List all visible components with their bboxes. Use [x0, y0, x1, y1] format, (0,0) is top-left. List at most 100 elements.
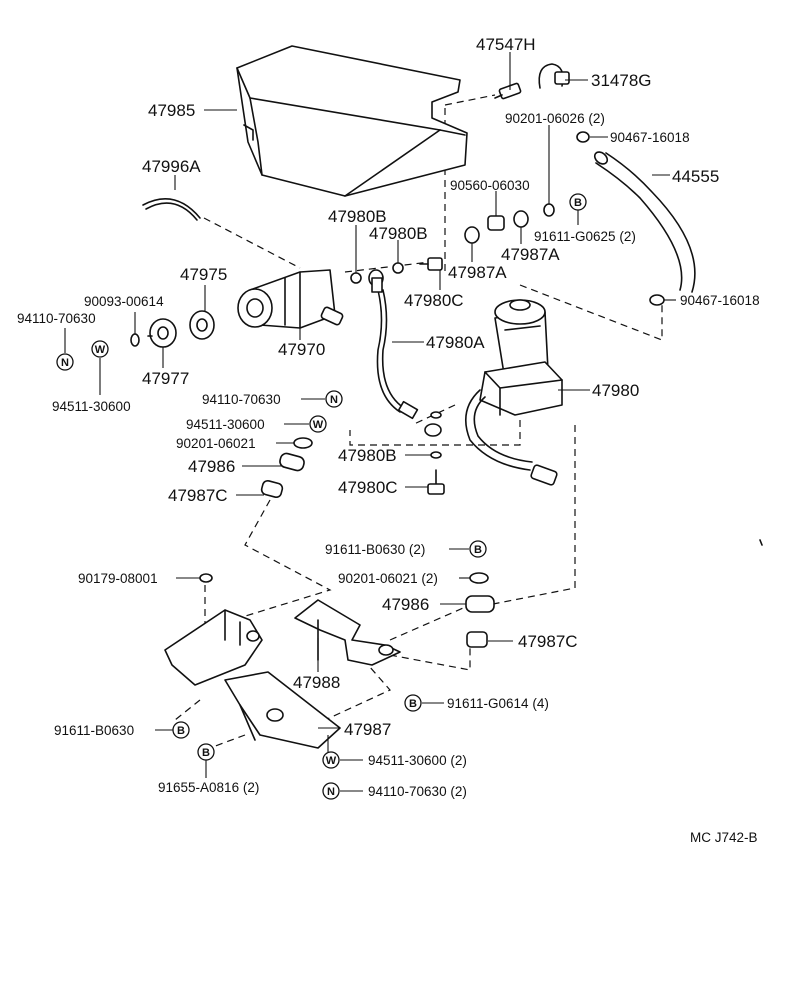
bracket-47987-drawing	[164, 609, 341, 749]
label-47980b-1: 47980B	[328, 207, 387, 226]
pump-motor-47970-drawing	[237, 269, 344, 329]
nut-90179-drawing	[199, 573, 213, 583]
label-47975: 47975	[180, 265, 227, 284]
label-94511-30600-mid: 94511-30600	[186, 417, 265, 432]
label-90093-00614: 90093-00614	[84, 294, 164, 309]
collar-47987a-2-drawing	[513, 210, 529, 228]
svg-text:N: N	[330, 394, 338, 406]
label-91611-g0614: 91611-G0614 (4)	[447, 696, 549, 711]
svg-text:B: B	[177, 725, 185, 737]
label-47980a: 47980A	[426, 333, 485, 352]
nut-symbol-mid: N	[325, 390, 343, 408]
washer-symbol-left: W	[91, 340, 109, 358]
svg-text:W: W	[326, 755, 337, 767]
svg-text:B: B	[474, 544, 482, 556]
svg-text:N: N	[61, 357, 69, 369]
union-bolt-47980c-low-drawing	[427, 469, 445, 495]
washer-90093-drawing	[130, 333, 140, 347]
label-90201-06021-2: 90201-06021 (2)	[338, 571, 438, 586]
oring-47980b-low-drawing	[430, 451, 442, 459]
pump-assembly-47980-drawing	[479, 299, 563, 416]
label-47986-right: 47986	[382, 595, 429, 614]
assembly-dashed-lines	[174, 94, 663, 749]
label-47996a: 47996A	[142, 157, 201, 176]
label-90560-06030: 90560-06030	[450, 178, 530, 193]
svg-text:N: N	[327, 786, 335, 798]
washer-90201-06026-drawing	[543, 203, 555, 217]
svg-text:B: B	[409, 698, 417, 710]
bolt-symbol-91611-g0625: B	[569, 193, 587, 211]
clamp-31478g-drawing	[538, 63, 570, 89]
washer-symbol-mid: W	[309, 415, 327, 433]
svg-text:W: W	[313, 419, 324, 431]
union-bolt-47980c-top-drawing	[419, 257, 443, 271]
label-90467-16018-top: 90467-16018	[610, 130, 690, 145]
label-94511-30600-2: 94511-30600 (2)	[368, 753, 467, 768]
label-44555: 44555	[672, 167, 719, 186]
oring-47980b-mid-drawing	[392, 262, 404, 274]
pipe-47980a-drawing	[371, 277, 442, 437]
label-47980: 47980	[592, 381, 639, 400]
bolt-symbol-91611-g0614: B	[404, 694, 422, 712]
collar-47987a-1-drawing	[464, 226, 480, 244]
label-90179-08001: 90179-08001	[78, 571, 158, 586]
svg-text:B: B	[574, 197, 582, 209]
label-47987c-left: 47987C	[168, 486, 228, 505]
cushion-47987c-right-drawing	[466, 631, 488, 648]
hose-clamp-top-drawing	[576, 131, 590, 143]
cushion-47986-drawing	[279, 452, 305, 472]
label-90201-06021: 90201-06021	[176, 436, 256, 451]
nut-symbol-94110-2: N	[322, 782, 340, 800]
flange-47977-drawing	[147, 318, 177, 348]
label-94110-70630-left: 94110-70630	[17, 311, 96, 326]
return-hose-drawing	[464, 389, 531, 471]
collar-47975-drawing	[189, 310, 215, 340]
reservoir-tank-drawing	[236, 45, 468, 197]
label-47985: 47985	[148, 101, 195, 120]
label-47987: 47987	[344, 720, 391, 739]
washer-symbol-94511-2: W	[322, 751, 340, 769]
cushion-47986-right-drawing	[465, 595, 495, 613]
label-47987a-1: 47987A	[448, 263, 507, 282]
fitting-47547h-drawing	[494, 82, 522, 100]
label-94511-30600-left: 94511-30600	[52, 399, 131, 414]
oring-47980b-top-drawing	[350, 272, 362, 284]
label-94110-70630-mid: 94110-70630	[202, 392, 281, 407]
label-90201-06026: 90201-06026 (2)	[505, 111, 605, 126]
label-47987c-right: 47987C	[518, 632, 578, 651]
label-47547h: 47547H	[476, 35, 536, 54]
label-91611-b0630: 91611-B0630	[54, 723, 134, 738]
washer-90201-06021-drawing	[293, 437, 313, 449]
label-91655-a0816: 91655-A0816 (2)	[158, 780, 259, 795]
symbols: N W B N W B B B B W N	[56, 193, 587, 800]
label-47970: 47970	[278, 340, 325, 359]
label-47980b-2: 47980B	[369, 224, 428, 243]
svg-text:W: W	[95, 344, 106, 356]
label-47980c-1: 47980C	[404, 291, 464, 310]
label-91611-g0625: 91611-G0625 (2)	[534, 229, 636, 244]
stray-mark	[759, 539, 763, 546]
strip-drawing	[142, 198, 201, 219]
label-91611-b0630-2: 91611-B0630 (2)	[325, 542, 425, 557]
spacer-90560-drawing	[487, 215, 505, 231]
part-labels: 47547H 31478G 47985 90201-06026 (2) 9046…	[17, 35, 760, 845]
diagram-code: MC J742-B	[690, 830, 758, 845]
label-90467-16018-right: 90467-16018	[680, 293, 760, 308]
bracket-47988-drawing	[294, 599, 401, 666]
bolt-symbol-91655-a0816: B	[197, 743, 215, 761]
cushion-47987c-drawing	[260, 479, 284, 499]
label-47986-left: 47986	[188, 457, 235, 476]
leader-lines	[64, 52, 676, 792]
bolt-symbol-91611-b0630-2: B	[469, 540, 487, 558]
label-47980c-2: 47980C	[338, 478, 398, 497]
label-47980b-3: 47980B	[338, 446, 397, 465]
hose-44555-drawing	[595, 162, 683, 291]
washer-90201-06021-right-drawing	[469, 572, 489, 584]
label-47987a-2: 47987A	[501, 245, 560, 264]
label-31478g: 31478G	[591, 71, 652, 90]
label-47977: 47977	[142, 369, 189, 388]
label-47988: 47988	[293, 673, 340, 692]
nut-symbol-left: N	[56, 353, 74, 371]
svg-text:B: B	[202, 747, 210, 759]
